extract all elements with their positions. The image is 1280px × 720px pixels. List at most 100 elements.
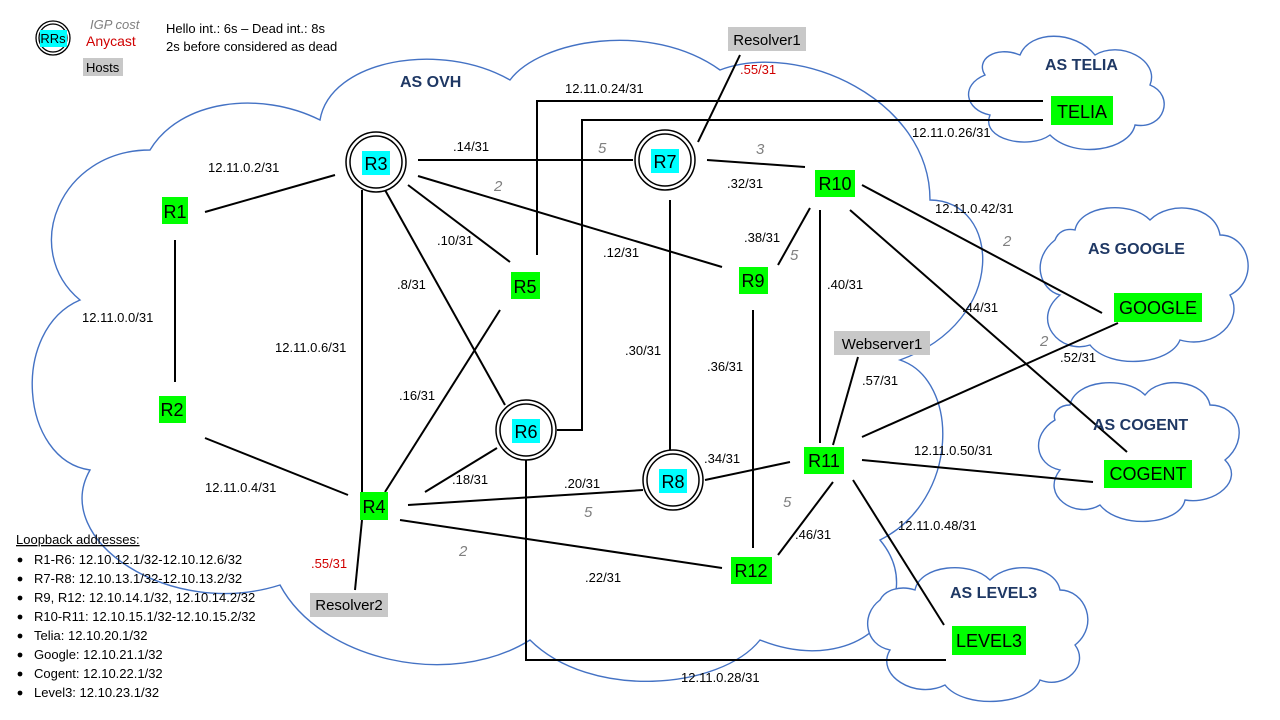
node-r5[interactable]: R5 — [511, 272, 540, 299]
link-resolver2-r4 — [354, 519, 363, 591]
igp-cost: 3 — [756, 141, 765, 158]
links — [174, 54, 1128, 661]
link-r11-level3 — [852, 479, 945, 626]
node-r9-label: R9 — [741, 271, 764, 291]
link-label: .52/31 — [1060, 350, 1096, 365]
host-webserver1-label: Webserver1 — [842, 336, 923, 353]
node-level3[interactable]: LEVEL3 — [952, 626, 1026, 655]
loopback-item: Google: 12.10.21.1/32 — [34, 647, 163, 662]
link-label: .46/31 — [795, 527, 831, 542]
link-label: 12.11.0.48/31 — [898, 518, 977, 533]
link-r6-level3 — [525, 460, 946, 661]
node-r6-label: R6 — [514, 422, 537, 442]
link-label: 12.11.0.4/31 — [205, 480, 276, 495]
link-label: .34/31 — [704, 451, 740, 466]
link-r4-r6 — [424, 447, 498, 493]
link-label: .12/31 — [603, 245, 639, 260]
node-google-label: GOOGLE — [1119, 298, 1197, 318]
node-r2[interactable]: R2 — [159, 396, 186, 423]
link-r6-telia — [557, 119, 1043, 431]
link-r11-google — [861, 322, 1119, 438]
igp-cost: 2 — [458, 543, 468, 560]
bullet-icon — [17, 614, 23, 620]
node-google[interactable]: GOOGLE — [1114, 293, 1202, 322]
loopback-addresses: Loopback addresses: R1-R6: 12.10.12.1/32… — [16, 532, 256, 700]
as-label-google: AS GOOGLE — [1088, 241, 1185, 258]
node-r4-label: R4 — [362, 497, 385, 517]
bullet-icon — [17, 633, 23, 639]
node-cogent[interactable]: COGENT — [1104, 460, 1192, 488]
bullet-icon — [17, 557, 23, 563]
link-label: .32/31 — [727, 176, 763, 191]
igp-cost: 5 — [584, 504, 593, 521]
loopback-title: Loopback addresses: — [16, 532, 140, 547]
link-r9-r10 — [777, 207, 811, 266]
legend-anycast: Anycast — [86, 33, 136, 49]
host-webserver1[interactable]: Webserver1 — [834, 331, 930, 355]
as-label-cogent: AS COGENT — [1093, 417, 1188, 434]
link-label: .10/31 — [437, 233, 473, 248]
link-label: .20/31 — [564, 476, 600, 491]
loopback-item: R9, R12: 12.10.14.1/32, 12.10.14.2/32 — [34, 590, 255, 605]
anycast-label-resolver2: .55/31 — [311, 556, 347, 571]
link-r2-r4 — [204, 437, 349, 496]
node-r6[interactable]: R6 — [495, 399, 557, 461]
node-r9[interactable]: R9 — [739, 267, 768, 294]
node-r3[interactable]: R3 — [345, 131, 407, 193]
loopback-item: Level3: 12.10.23.1/32 — [34, 685, 159, 700]
link-label: .57/31 — [862, 373, 898, 388]
link-label: .18/31 — [452, 472, 488, 487]
link-label: .16/31 — [399, 388, 435, 403]
link-label: .44/31 — [962, 300, 998, 315]
igp-cost: 2 — [493, 178, 503, 195]
node-r4[interactable]: R4 — [360, 492, 388, 520]
node-cogent-label: COGENT — [1109, 464, 1186, 484]
bullet-icon — [17, 690, 23, 696]
node-r12[interactable]: R12 — [731, 557, 772, 584]
cloud-as-google — [1039, 207, 1249, 363]
node-r3-label: R3 — [364, 154, 387, 174]
node-r5-label: R5 — [513, 277, 536, 297]
cloud-as-cogent — [1038, 381, 1240, 523]
link-label: .8/31 — [397, 277, 426, 292]
host-resolver2[interactable]: Resolver2 — [310, 593, 388, 617]
link-r3-r9 — [417, 175, 723, 268]
loopback-item: R7-R8: 12.10.13.1/32-12.10.13.2/32 — [34, 571, 242, 586]
link-r4-r12 — [399, 519, 723, 569]
node-r10[interactable]: R10 — [815, 170, 855, 197]
node-r11[interactable]: R11 — [804, 447, 844, 474]
node-r2-label: R2 — [160, 400, 183, 420]
link-r10-cogent — [849, 209, 1128, 453]
node-r11-label: R11 — [808, 451, 840, 471]
loopback-item: R10-R11: 12.10.15.1/32-12.10.15.2/32 — [34, 609, 256, 624]
host-resolver1-label: Resolver1 — [733, 32, 801, 49]
link-resolver1-r7 — [697, 54, 741, 143]
host-resolver1[interactable]: Resolver1 — [728, 27, 806, 51]
cloud-as-telia — [967, 35, 1165, 151]
bullet-icon — [17, 595, 23, 601]
igp-cost: 5 — [783, 494, 792, 511]
node-r1-label: R1 — [163, 202, 186, 222]
host-resolver2-label: Resolver2 — [315, 597, 383, 614]
link-r8-r11 — [704, 461, 791, 481]
as-label-ovh: AS OVH — [400, 74, 461, 91]
node-telia[interactable]: TELIA — [1051, 96, 1113, 125]
loopback-item: R1-R6: 12.10.12.1/32-12.10.12.6/32 — [34, 552, 242, 567]
link-label: 12.11.0.6/31 — [275, 340, 346, 355]
link-label: 12.11.0.24/31 — [565, 81, 644, 96]
link-label: .36/31 — [707, 359, 743, 374]
link-r11-cogent — [861, 459, 1094, 483]
link-labels: 12.11.0.2/31 12.11.0.0/31 12.11.0.6/31 1… — [82, 62, 1096, 685]
legend-hosts: Hosts — [86, 60, 120, 75]
bullet-icon — [17, 576, 23, 582]
legend: RRs IGP cost Anycast Hosts Hello int.: 6… — [35, 17, 337, 76]
link-label: .30/31 — [625, 343, 661, 358]
link-label: 12.11.0.2/31 — [208, 160, 279, 175]
node-r8[interactable]: R8 — [642, 449, 704, 511]
link-r10-google — [861, 184, 1103, 314]
node-r12-label: R12 — [734, 561, 767, 581]
node-r7[interactable]: R7 — [634, 129, 696, 191]
node-r7-label: R7 — [653, 152, 676, 172]
node-r1[interactable]: R1 — [162, 197, 188, 224]
bullet-icon — [17, 652, 23, 658]
